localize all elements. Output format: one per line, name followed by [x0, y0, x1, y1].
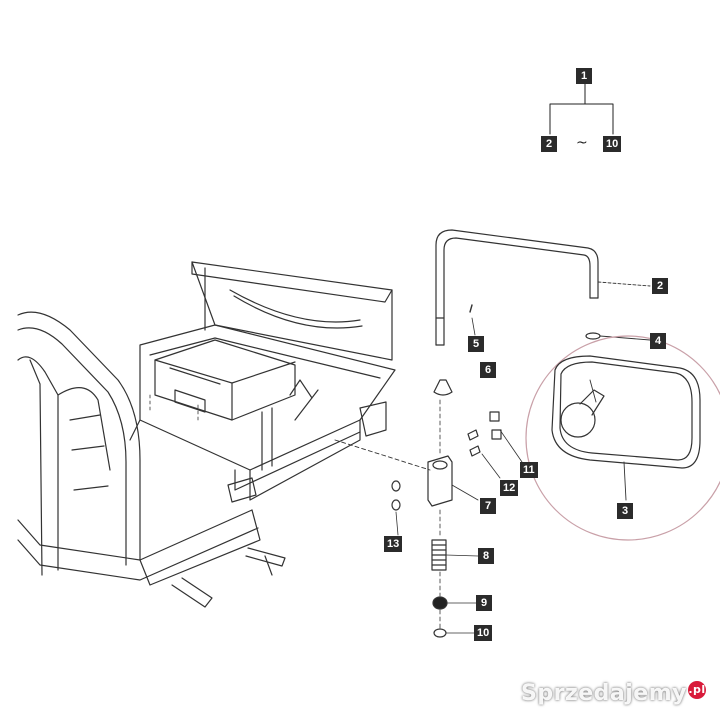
pin-5 [469, 304, 473, 313]
tree-from-label: 2 [541, 136, 557, 152]
callout-6: 6 [480, 362, 496, 378]
callout-12: 12 [500, 480, 519, 496]
mirror-head [551, 355, 701, 501]
cone-6 [433, 379, 453, 396]
mirror-arm [435, 229, 651, 346]
callout-11: 11 [520, 462, 538, 478]
spring-8 [431, 539, 479, 571]
part-tree-lines [549, 83, 614, 135]
callout-9: 9 [476, 595, 492, 611]
callout-8: 8 [478, 548, 494, 564]
callout-13: 13 [384, 536, 403, 552]
tree-to-label: 10 [603, 136, 622, 152]
callout-3: 3 [617, 503, 633, 519]
alignment-line [334, 439, 431, 471]
washer-4 [585, 332, 601, 340]
tree-separator: ~ [576, 135, 588, 151]
washer-13a [391, 480, 401, 492]
washer-10 [433, 628, 447, 638]
callout-10: 10 [474, 625, 493, 641]
watermark-badge: .pl [688, 681, 706, 699]
callout-7: 7 [480, 498, 496, 514]
watermark-logo: Sprzedajemy.pl [521, 681, 706, 706]
bracket-7 [427, 455, 479, 507]
watermark-text: Sprzedajemy [521, 681, 687, 706]
callout-4: 4 [650, 333, 666, 349]
callout-5: 5 [468, 336, 484, 352]
detail-circle [525, 335, 720, 541]
callout-2: 2 [652, 278, 668, 294]
tractor-frame [17, 261, 396, 608]
washer-13b [391, 499, 401, 511]
tree-root-label: 1 [576, 68, 592, 84]
nut-9 [432, 596, 448, 610]
bolts-11-12 [467, 411, 523, 479]
